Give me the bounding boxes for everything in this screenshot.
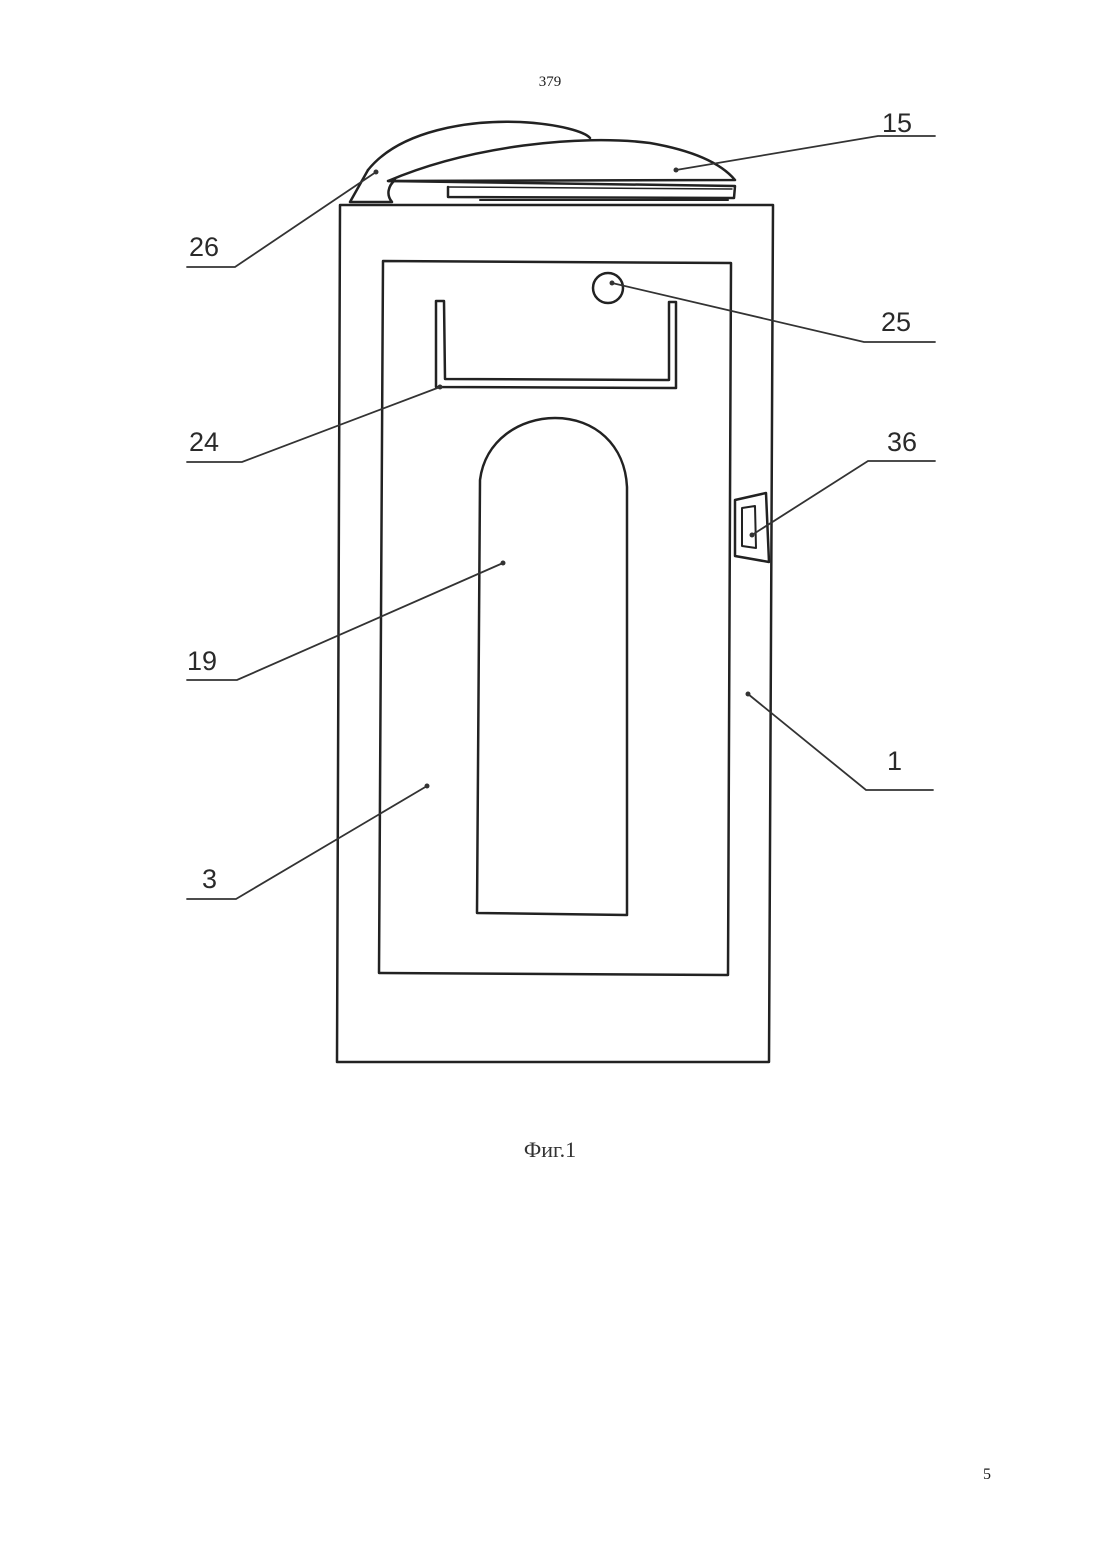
leader-19	[187, 563, 503, 680]
lid-rim	[388, 181, 735, 198]
callout-label-1: 1	[887, 746, 902, 776]
callout-label-36: 36	[887, 427, 917, 457]
leader-24	[187, 387, 440, 462]
callout-label-26: 26	[189, 232, 219, 262]
figure-1-drawing: 15 26 25 24 36 19 1 3	[0, 0, 1100, 1200]
footer-page-number: 5	[983, 1466, 991, 1484]
lid-upper-arc	[368, 122, 590, 170]
lid-lower-panel	[388, 140, 735, 181]
inner-panel-outline	[379, 261, 731, 975]
arched-window-outline	[477, 418, 627, 915]
callout-label-3: 3	[202, 864, 217, 894]
round-sensor-outline	[593, 273, 623, 303]
figure-caption: Фиг.1	[0, 1137, 1100, 1163]
technical-drawing: 15 26 25 24 36 19 1 3	[0, 0, 1100, 1200]
callout-label-19: 19	[187, 646, 217, 676]
callout-label-24: 24	[189, 427, 219, 457]
leader-3	[187, 786, 427, 899]
u-bracket-outline	[436, 301, 676, 388]
side-latch-inner	[742, 506, 756, 548]
leader-36	[752, 461, 935, 535]
callout-label-15: 15	[882, 108, 912, 138]
callout-label-25: 25	[881, 307, 911, 337]
leader-1	[748, 694, 933, 790]
outer-body-outline	[337, 205, 773, 1062]
lid-slot	[448, 187, 732, 189]
